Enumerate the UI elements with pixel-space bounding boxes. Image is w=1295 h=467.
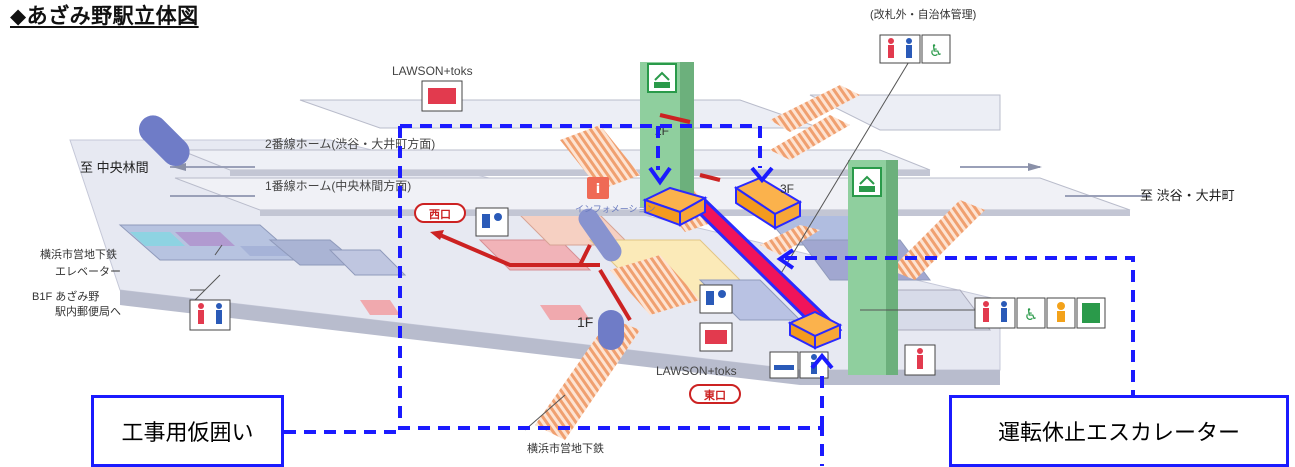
information-badge (587, 177, 609, 199)
platform-2-edge (230, 170, 930, 176)
b1f-line1: B1F あざみ野 (32, 289, 99, 303)
route-arrows (439, 113, 721, 322)
escalator-callout: 運転休止エスカレーター (949, 395, 1289, 467)
arrow-heads (648, 166, 834, 370)
platform-2-slab (179, 149, 931, 171)
lawson-bottom-label: LAWSON+toks (656, 364, 737, 378)
track-arrow-left (172, 163, 186, 171)
info-center-label: インフォメーション (575, 204, 656, 214)
subway-elevator-line2: エレベーター (55, 265, 121, 278)
toilet-note: (改札外・自治体管理) (870, 7, 976, 21)
floor-3f-label: 3F (780, 182, 794, 196)
temp-enclosures (642, 176, 843, 350)
upper-deck (299, 99, 821, 129)
lawson-top-label: LAWSON+toks (392, 64, 473, 78)
temp-fence-callout-text: 工事用仮囲い (121, 421, 254, 446)
west-exit-label: 西口 (429, 208, 451, 221)
temp-fence-callout: 工事用仮囲い (91, 395, 284, 467)
floor-1f-label: 1F (577, 314, 593, 330)
east-exit-badge (689, 384, 741, 404)
escalator-callout-text: 運転休止エスカレーター (997, 421, 1240, 446)
b1f-line2: 駅内郵便局へ (55, 304, 121, 318)
track-arrow-right (1028, 163, 1042, 171)
subway-bottom-label: 横浜市営地下鉄 (527, 441, 604, 455)
platform-1-label: 1番線ホーム(中央林間方面) (265, 178, 411, 193)
upper-deck-right (809, 94, 1001, 131)
svg-text:♿: ♿ (1024, 305, 1038, 324)
leader-lines (190, 59, 975, 431)
page-title: ◆あざみ野駅立体図 (10, 4, 199, 28)
tube-escalators (138, 115, 624, 350)
facility-icons: ♿ (189, 34, 1106, 379)
svg-text:i: i (596, 182, 600, 197)
svg-text:♿: ♿ (929, 41, 943, 60)
dashed-annotations (284, 124, 1135, 466)
direction-right: 至 渋谷・大井町 (1140, 188, 1235, 203)
east-exit-label: 東口 (704, 388, 726, 402)
direction-left: 至 中央林間 (80, 160, 149, 175)
subway-elevator-line1: 横浜市営地下鉄 (40, 247, 117, 261)
west-exit-badge (414, 203, 466, 223)
platform-2-label: 2番線ホーム(渋谷・大井町方面) (265, 136, 435, 151)
